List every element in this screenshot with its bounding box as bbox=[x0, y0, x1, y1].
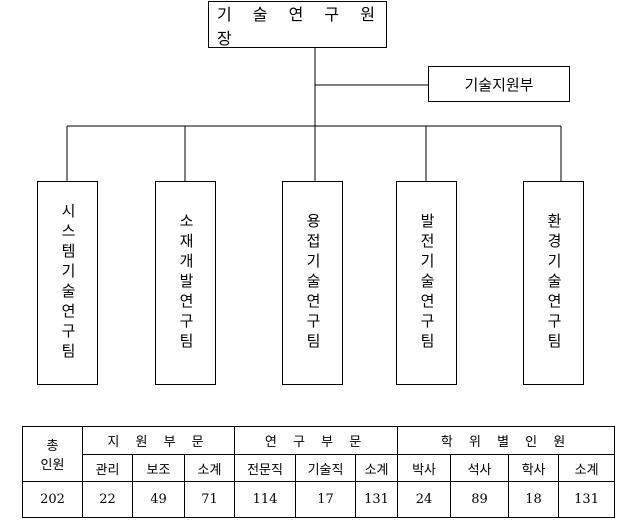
table-header-row: 총 인원 지 원 부 문 연 구 부 문 학 위 별 인 원 bbox=[22, 426, 616, 482]
team-box-power: 발전기술연구팀 bbox=[396, 181, 457, 385]
value-cell: 22 bbox=[82, 481, 133, 518]
team-label: 용접기술연구팀 bbox=[304, 213, 322, 353]
subheader-cell: 소계 bbox=[183, 454, 236, 482]
value-cell: 131 bbox=[355, 481, 399, 518]
value-cell: 114 bbox=[234, 481, 297, 518]
team-label: 소재개발연구팀 bbox=[177, 213, 195, 353]
subheader-cell: 기술직 bbox=[295, 454, 357, 482]
table-subheader-row: 관리 보조 소계 전문직 기술직 소계 박사 석사 학사 소계 bbox=[23, 454, 616, 482]
director-box: 기 술 연 구 원 장 bbox=[208, 1, 387, 48]
value-cell: 18 bbox=[508, 481, 560, 518]
subheader-cell: 학사 bbox=[508, 454, 560, 482]
group-header-support: 지 원 부 문 bbox=[81, 426, 236, 455]
value-cell: 24 bbox=[397, 481, 452, 518]
team-box-welding: 용접기술연구팀 bbox=[282, 181, 343, 385]
staff-table: 총 인원 지 원 부 문 연 구 부 문 학 위 별 인 원 관리 보조 소계 … bbox=[22, 426, 616, 518]
director-label: 기 술 연 구 원 장 bbox=[217, 4, 383, 48]
team-label: 시스템기술연구팀 bbox=[59, 203, 77, 363]
value-cell: 89 bbox=[450, 481, 510, 518]
support-dept-box: 기술지원부 bbox=[428, 66, 570, 102]
group-header-degree: 학 위 별 인 원 bbox=[397, 426, 616, 455]
team-label: 발전기술연구팀 bbox=[418, 213, 436, 353]
table-row: 202 22 49 71 114 17 131 24 89 18 131 bbox=[22, 481, 616, 518]
subheader-cell: 관리 bbox=[82, 454, 133, 482]
value-cell: 131 bbox=[558, 481, 616, 518]
total-header-line: 총 bbox=[46, 439, 59, 454]
subheader-cell: 석사 bbox=[450, 454, 510, 482]
team-label: 환경기술연구팀 bbox=[545, 213, 563, 353]
team-box-system: 시스템기술연구팀 bbox=[37, 181, 98, 385]
subheader-cell: 보조 bbox=[132, 454, 185, 482]
support-dept-label: 기술지원부 bbox=[464, 75, 534, 94]
value-cell-total: 202 bbox=[22, 481, 83, 518]
subheader-cell: 소계 bbox=[558, 454, 616, 482]
value-cell: 49 bbox=[132, 481, 185, 518]
value-cell: 71 bbox=[183, 481, 236, 518]
value-cell: 17 bbox=[295, 481, 357, 518]
group-header-research: 연 구 부 문 bbox=[234, 426, 399, 455]
total-staff-header: 총 인원 bbox=[22, 426, 83, 482]
total-header-line: 인원 bbox=[40, 458, 65, 473]
team-box-materials: 소재개발연구팀 bbox=[155, 181, 216, 385]
subheader-cell: 박사 bbox=[397, 454, 452, 482]
subheader-cell: 소계 bbox=[355, 454, 399, 482]
team-box-environment: 환경기술연구팀 bbox=[523, 181, 584, 385]
subheader-cell: 전문직 bbox=[234, 454, 297, 482]
